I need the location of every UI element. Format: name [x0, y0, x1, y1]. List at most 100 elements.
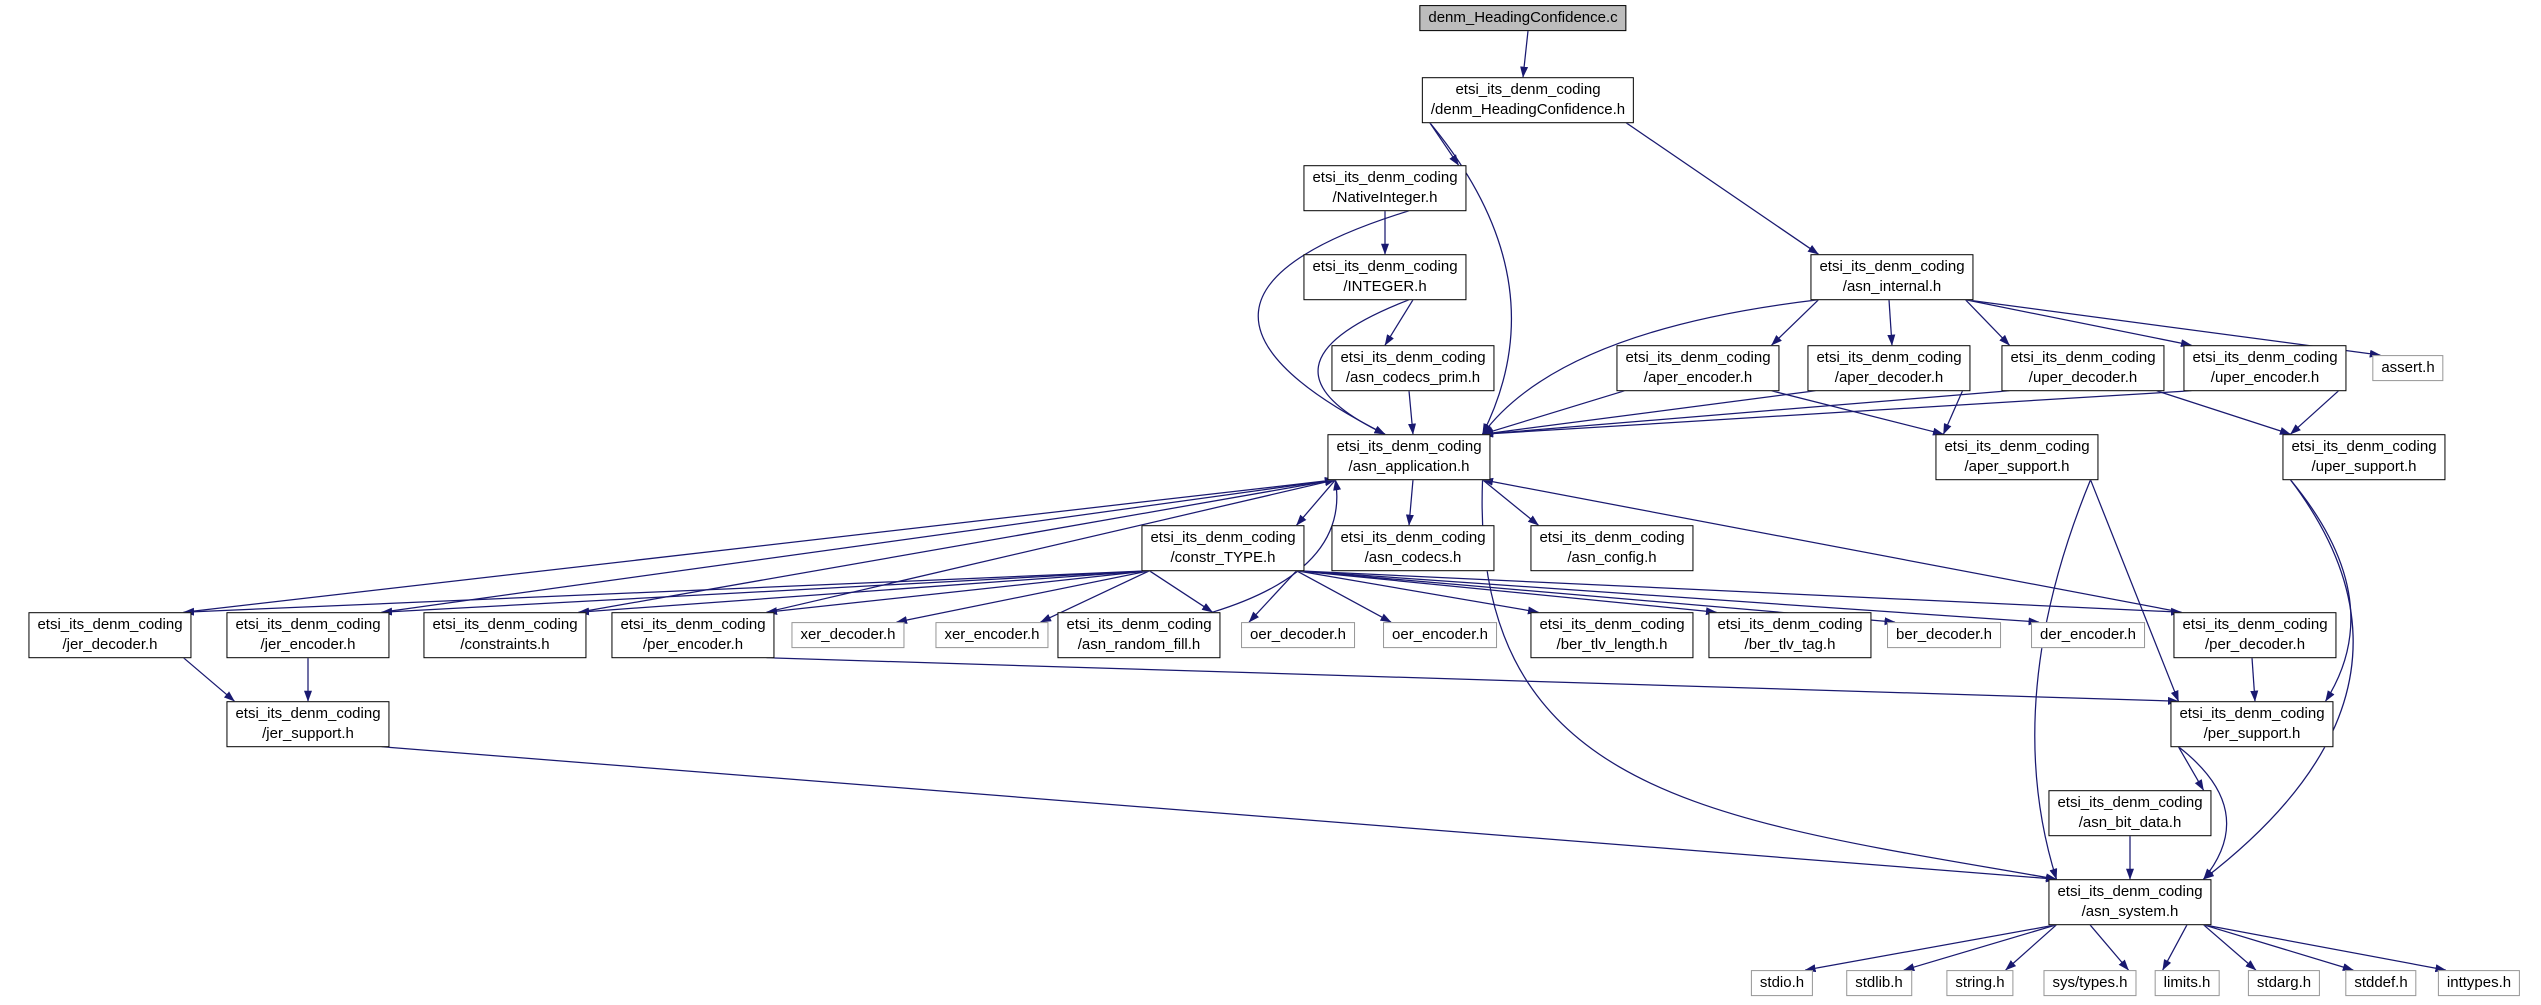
- include-edge-per_dec-to-app: [1482, 477, 2182, 613]
- include-edge-aper_sup-to-per_sup: [2089, 479, 2180, 702]
- graph-node-jer_sup[interactable]: etsi_its_denm_coding/jer_support.h: [226, 701, 390, 747]
- graph-node-label: denm_HeadingConfidence.c: [1428, 9, 1618, 27]
- graph-node-label: /aper_encoder.h: [1643, 369, 1753, 386]
- include-edge-app-to-system: [1481, 479, 2057, 882]
- include-edge-constr-to-jer_enc: [381, 570, 1150, 616]
- graph-node-label: /constr_TYPE.h: [1170, 549, 1276, 566]
- include-edge-hdr-to-internal: [1625, 122, 1819, 255]
- graph-node-jer_enc[interactable]: etsi_its_denm_coding/jer_encoder.h: [226, 612, 390, 658]
- include-edge-rand_fill-to-app: [1212, 479, 1342, 613]
- graph-node-label: /ber_tlv_tag.h: [1744, 636, 1836, 653]
- graph-node-label: etsi_its_denm_coding: [1312, 258, 1458, 276]
- include-edge-per_dec-to-per_sup: [2250, 657, 2259, 702]
- graph-node-label: assert.h: [2381, 359, 2435, 377]
- include-edge-constr-to-per_enc: [766, 570, 1150, 616]
- include-edge-uper_enc-to-app: [1482, 390, 2192, 438]
- graph-node-label: stdlib.h: [1855, 974, 1903, 992]
- graph-node-label: /uper_support.h: [2311, 458, 2417, 475]
- graph-node-uper_enc[interactable]: etsi_its_denm_coding/uper_encoder.h: [2183, 345, 2347, 391]
- graph-node-label: inttypes.h: [2446, 974, 2512, 992]
- graph-node-label: xer_encoder.h: [944, 626, 1040, 644]
- include-edge-uper_dec-to-app: [1482, 390, 2010, 438]
- include-edge-constr-to-oer_enc: [1296, 570, 1392, 623]
- graph-node-label: /asn_codecs.h: [1364, 549, 1462, 566]
- graph-node-label: oer_encoder.h: [1392, 626, 1488, 644]
- graph-node-label: etsi_its_denm_coding: [620, 616, 766, 634]
- graph-node-label: /aper_support.h: [1964, 458, 2070, 475]
- graph-node-label: /INTEGER.h: [1343, 278, 1427, 295]
- graph-node-aper_sup[interactable]: etsi_its_denm_coding/aper_support.h: [1935, 434, 2099, 480]
- graph-node-uper_dec[interactable]: etsi_its_denm_coding/uper_decoder.h: [2001, 345, 2165, 391]
- graph-node-label: etsi_its_denm_coding: [1455, 81, 1601, 99]
- include-edge-internal-to-uper_dec: [1965, 299, 2010, 346]
- graph-node-assert: assert.h: [2372, 355, 2444, 381]
- graph-node-config[interactable]: etsi_its_denm_coding/asn_config.h: [1530, 525, 1694, 571]
- include-edge-aper_dec-to-app: [1482, 390, 1816, 437]
- graph-node-system[interactable]: etsi_its_denm_coding/asn_system.h: [2048, 879, 2212, 925]
- graph-node-label: oer_decoder.h: [1250, 626, 1346, 644]
- include-edge-internal-to-app: [1482, 299, 1819, 435]
- graph-node-aper_enc[interactable]: etsi_its_denm_coding/aper_encoder.h: [1616, 345, 1780, 391]
- graph-node-per_sup[interactable]: etsi_its_denm_coding/per_support.h: [2170, 701, 2334, 747]
- graph-node-label: /NativeInteger.h: [1332, 189, 1438, 206]
- graph-node-app[interactable]: etsi_its_denm_coding/asn_application.h: [1327, 434, 1491, 480]
- graph-node-label: etsi_its_denm_coding: [1539, 529, 1685, 547]
- graph-node-per_dec[interactable]: etsi_its_denm_coding/per_decoder.h: [2173, 612, 2337, 658]
- graph-node-bit_data[interactable]: etsi_its_denm_coding/asn_bit_data.h: [2048, 790, 2212, 836]
- include-edge-app-to-codecs: [1405, 479, 1414, 526]
- include-edge-internal-to-aper_dec: [1887, 299, 1896, 346]
- graph-node-label: etsi_its_denm_coding: [1340, 349, 1486, 367]
- graph-node-native[interactable]: etsi_its_denm_coding/NativeInteger.h: [1303, 165, 1467, 211]
- include-edge-hdr-to-native: [1429, 122, 1460, 166]
- include-edge-system-to-stdio: [1804, 924, 2057, 973]
- graph-node-label: etsi_its_denm_coding: [235, 616, 381, 634]
- graph-node-label: etsi_its_denm_coding: [1340, 529, 1486, 547]
- include-edge-per_enc-to-app: [766, 478, 1336, 613]
- include-edge-constr-to-per_dec: [1296, 570, 2182, 616]
- graph-node-label: /jer_support.h: [262, 725, 354, 742]
- graph-node-c: denm_HeadingConfidence.c: [1419, 5, 1627, 31]
- include-edge-aper_sup-to-system: [2034, 479, 2092, 880]
- graph-node-sys_types: sys/types.h: [2043, 970, 2137, 996]
- include-edge-native-to-app: [1257, 210, 1410, 435]
- graph-node-label: stdarg.h: [2256, 974, 2312, 992]
- graph-node-codecs[interactable]: etsi_its_denm_coding/asn_codecs.h: [1331, 525, 1495, 571]
- include-edge-system-to-sys_types: [2089, 924, 2129, 971]
- graph-node-label: etsi_its_denm_coding: [2291, 438, 2437, 456]
- graph-node-label: etsi_its_denm_coding: [1066, 616, 1212, 634]
- include-edge-constr-to-der_enc: [1296, 570, 2040, 626]
- graph-node-hdr[interactable]: etsi_its_denm_coding/denm_HeadingConfide…: [1421, 77, 1635, 123]
- include-edge-constraints-to-app: [578, 477, 1336, 613]
- graph-node-label: etsi_its_denm_coding: [1944, 438, 2090, 456]
- graph-node-label: string.h: [1955, 974, 2005, 992]
- graph-node-constr[interactable]: etsi_its_denm_coding/constr_TYPE.h: [1141, 525, 1305, 571]
- include-edge-per_sup-to-bit_data: [2177, 746, 2205, 791]
- graph-node-ber_len[interactable]: etsi_its_denm_coding/ber_tlv_length.h: [1530, 612, 1694, 658]
- graph-node-label: etsi_its_denm_coding: [2182, 616, 2328, 634]
- graph-node-ber_tag[interactable]: etsi_its_denm_coding/ber_tlv_tag.h: [1708, 612, 1872, 658]
- graph-node-label: /asn_system.h: [2081, 903, 2179, 920]
- graph-node-string: string.h: [1946, 970, 2014, 996]
- graph-node-label: etsi_its_denm_coding: [1336, 438, 1482, 456]
- graph-node-label: etsi_its_denm_coding: [1312, 169, 1458, 187]
- graph-node-label: /constraints.h: [460, 636, 550, 653]
- include-edge-constr-to-ber_len: [1296, 570, 1539, 615]
- include-edge-uper_sup-to-system: [2203, 479, 2354, 880]
- graph-node-per_enc[interactable]: etsi_its_denm_coding/per_encoder.h: [611, 612, 775, 658]
- graph-node-integer[interactable]: etsi_its_denm_coding/INTEGER.h: [1303, 254, 1467, 300]
- graph-node-internal[interactable]: etsi_its_denm_coding/asn_internal.h: [1810, 254, 1974, 300]
- graph-node-constraints[interactable]: etsi_its_denm_coding/constraints.h: [423, 612, 587, 658]
- graph-node-label: etsi_its_denm_coding: [2010, 349, 2156, 367]
- include-edge-c-to-hdr: [1520, 30, 1529, 78]
- graph-node-stdio: stdio.h: [1750, 970, 1814, 996]
- graph-node-codecs_prim[interactable]: etsi_its_denm_coding/asn_codecs_prim.h: [1331, 345, 1495, 391]
- graph-node-uper_sup[interactable]: etsi_its_denm_coding/uper_support.h: [2282, 434, 2446, 480]
- graph-node-jer_dec[interactable]: etsi_its_denm_coding/jer_decoder.h: [28, 612, 192, 658]
- graph-node-rand_fill[interactable]: etsi_its_denm_coding/asn_random_fill.h: [1057, 612, 1221, 658]
- include-edge-system-to-stdlib: [1903, 924, 2057, 971]
- include-edge-jer_dec-to-app: [183, 477, 1336, 613]
- graph-node-label: /asn_application.h: [1348, 458, 1470, 475]
- graph-node-stddef: stddef.h: [2345, 970, 2417, 996]
- graph-node-aper_dec[interactable]: etsi_its_denm_coding/aper_decoder.h: [1807, 345, 1971, 391]
